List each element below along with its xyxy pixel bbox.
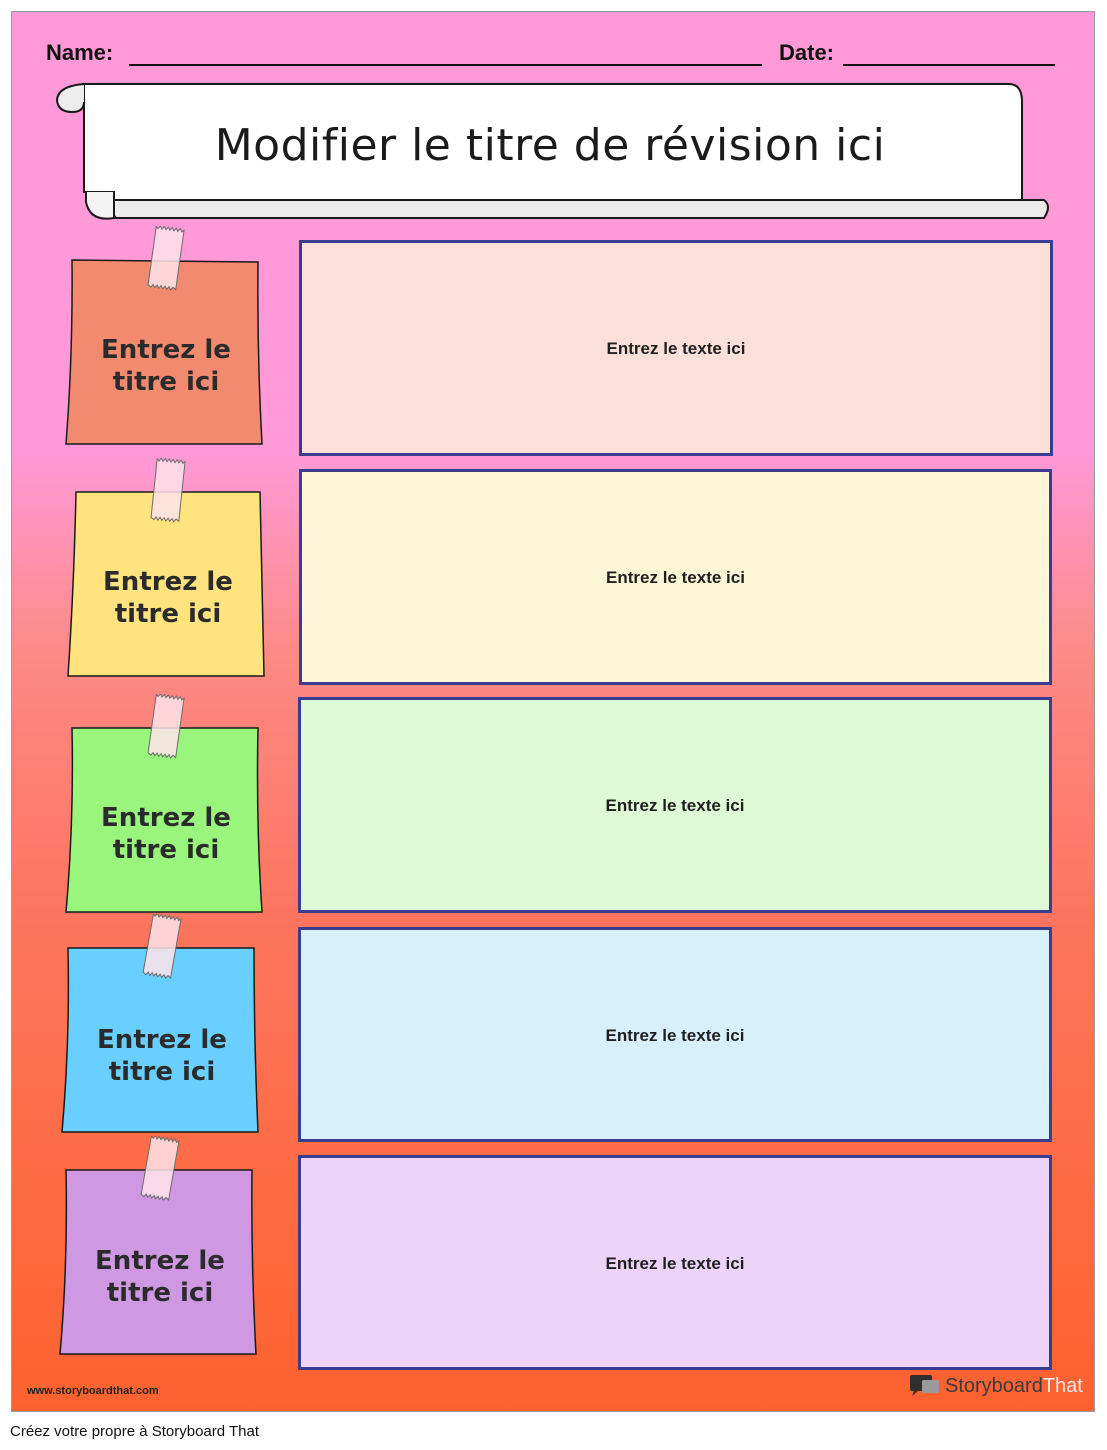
caption-text: Créez votre propre à Storyboard That (10, 1423, 260, 1440)
row-4-text-box[interactable]: Entrez le texte ici (298, 927, 1052, 1142)
sticky-note-icon (59, 1136, 257, 1355)
page-title[interactable]: Modifier le titre de révision ici (214, 120, 886, 171)
storyboardthat-logo[interactable]: StoryboardThat (908, 1374, 1083, 1398)
row-5-text: Entrez le texte ici (605, 1254, 745, 1273)
brand-dark-text: Storyboard (945, 1374, 1043, 1397)
storyboard-speech-bubble-icon (910, 1375, 939, 1396)
date-line (843, 64, 1055, 66)
name-label: Name: (46, 40, 114, 65)
row-4-title[interactable]: Entrez le titre ici (97, 1025, 227, 1087)
sticky-note-icon (67, 458, 265, 677)
row-1-title[interactable]: Entrez le titre ici (101, 335, 231, 397)
scroll-banner-icon (55, 83, 1049, 220)
footer-url[interactable]: www.storyboardthat.com (27, 1385, 159, 1397)
name-line (129, 64, 762, 66)
row-1-text: Entrez le texte ici (606, 339, 746, 358)
row-3-text-box[interactable]: Entrez le texte ici (298, 697, 1052, 913)
row-2-title[interactable]: Entrez le titre ici (103, 567, 233, 629)
row-5-text-box[interactable]: Entrez le texte ici (298, 1155, 1052, 1370)
brand-light-text: That (1042, 1374, 1083, 1397)
sticky-note-icon (65, 226, 263, 445)
sticky-note-icon (65, 694, 263, 913)
row-3-title[interactable]: Entrez le titre ici (101, 803, 231, 865)
date-label: Date: (779, 40, 835, 65)
row-5-title[interactable]: Entrez le titre ici (95, 1246, 225, 1308)
row-2-text-box[interactable]: Entrez le texte ici (299, 469, 1052, 685)
row-4-text: Entrez le texte ici (605, 1026, 745, 1045)
row-3-text: Entrez le texte ici (605, 796, 745, 815)
sticky-note-icon (61, 914, 259, 1133)
row-2-text: Entrez le texte ici (606, 568, 745, 587)
row-1-text-box[interactable]: Entrez le texte ici (299, 240, 1053, 456)
